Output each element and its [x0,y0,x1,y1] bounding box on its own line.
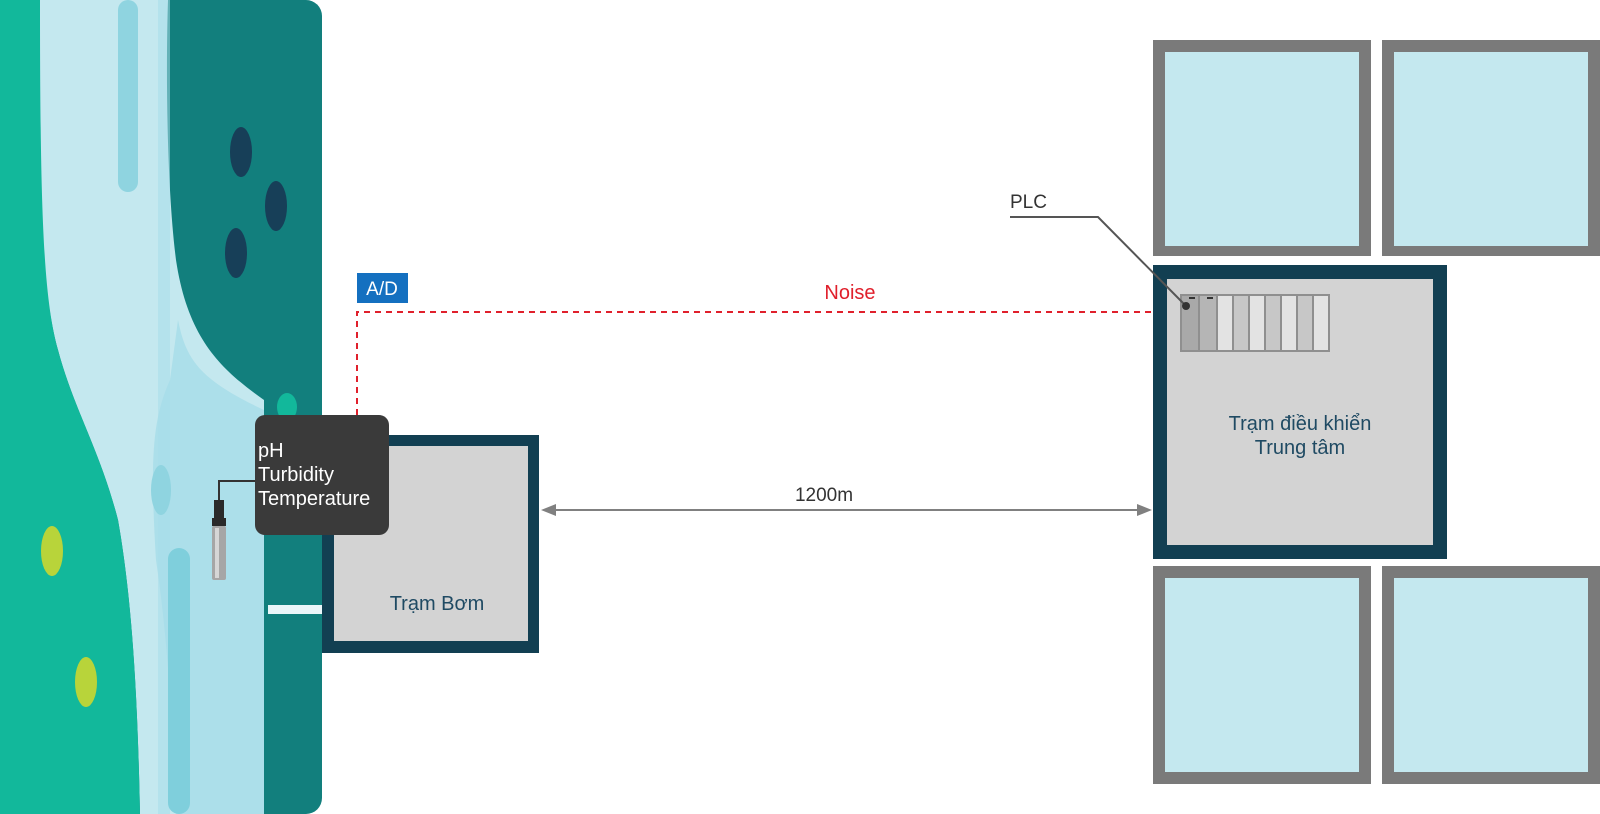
river-ripple-3 [168,548,190,814]
noise-signal-line [356,311,1183,415]
distance-arrow-right-head [1137,504,1152,516]
sensor-param-temperature: Temperature [258,488,370,510]
plc-callout: PLC [1010,192,1190,310]
distance-indicator: 1200m [541,485,1152,516]
sensor-param-ph: pH [258,440,284,462]
control-station-label-line1: Trạm điều khiển [1229,413,1372,435]
river-green-bank [0,0,140,814]
control-station-label-line2: Trung tâm [1255,437,1345,459]
window-bottom-right-glass [1394,578,1588,772]
river-ripple-2 [151,465,171,515]
rock-1 [230,127,252,177]
rock-3 [225,228,247,278]
plc-leader-dot [1182,302,1190,310]
window-bottom-left-glass [1165,578,1359,772]
intake-pipe [268,605,338,614]
river-channel-stripe [158,0,170,814]
rock-2 [265,181,287,231]
plc-leader-line [1010,216,1187,307]
sensor-cable [218,480,255,500]
distance-label: 1200m [795,485,853,506]
sensor-parameters-box [255,415,389,535]
distance-arrow-left-head [541,504,556,516]
sensor-param-turbidity: Turbidity [258,464,334,486]
window-top-right-glass [1394,52,1588,246]
leaf-1 [41,526,63,576]
pump-station-label: Trạm Bơm [390,593,485,615]
signal-path: A/D Noise [356,273,1183,415]
water-sensor: pH Turbidity Temperature [212,415,389,580]
river-ripple-1 [118,0,138,192]
plc-rack-icon [1180,294,1330,352]
noise-label: Noise [824,282,875,304]
plc-label: PLC [1010,192,1047,213]
water-sensor-probe-icon [212,500,226,580]
river [0,0,322,814]
control-building-windows [1153,40,1600,784]
leaf-2 [75,657,97,707]
central-control-station: Trạm điều khiển Trung tâm [1153,265,1447,559]
ad-converter-label: A/D [366,279,398,300]
rock-4 [277,393,297,421]
window-top-left-glass [1165,52,1359,246]
ad-converter-box [357,273,408,303]
